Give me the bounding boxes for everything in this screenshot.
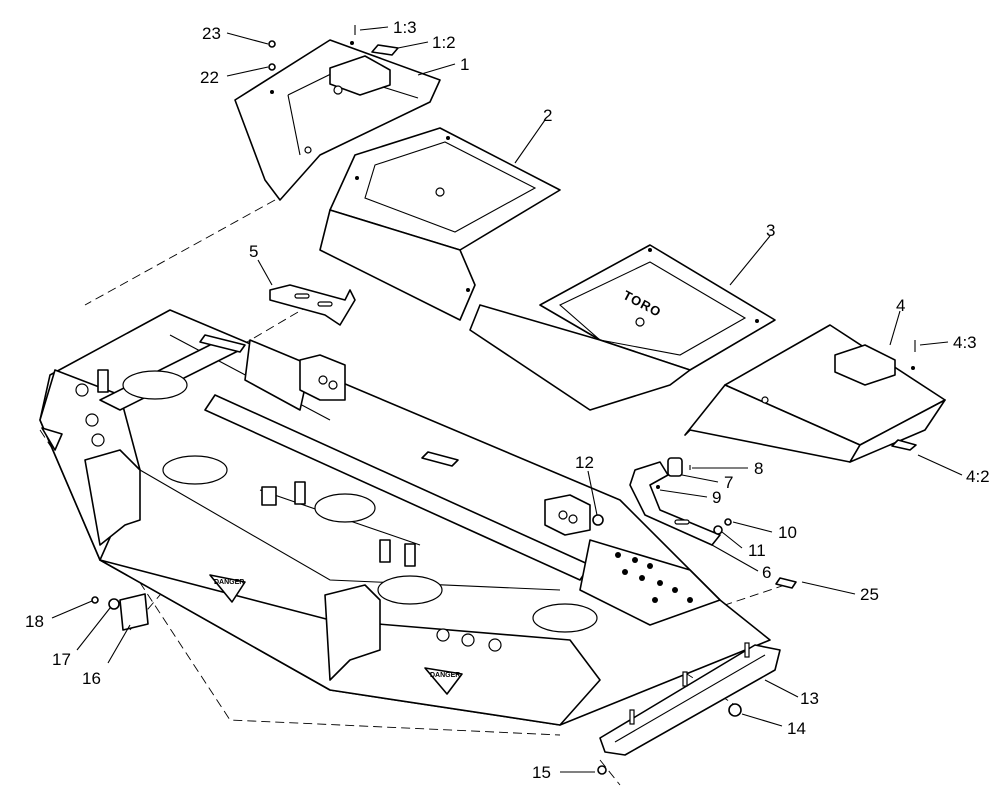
callout-16: 16 [82, 669, 101, 688]
danger-decal-left: DANGER [214, 579, 244, 586]
callout-2: 2 [543, 106, 552, 125]
callout-9: 9 [712, 488, 721, 507]
callout-10: 10 [778, 523, 797, 542]
callout-14: 14 [787, 719, 806, 738]
callout-4-3: 4:3 [953, 333, 977, 352]
part-4-cover-right [684, 324, 946, 463]
part-13-roller [599, 642, 781, 756]
leader-lines [51, 26, 963, 773]
part-6-skid-arm [592, 457, 732, 546]
callouts: 23 22 1:3 1:2 1 2 3 4 4:3 4:2 5 12 8 7 9… [25, 18, 990, 782]
callout-7: 7 [724, 473, 733, 492]
callout-22: 22 [200, 68, 219, 87]
callout-1-3: 1:3 [393, 18, 417, 37]
part-1-cover-left [234, 39, 441, 201]
callout-4-2: 4:2 [966, 467, 990, 486]
callout-1-2: 1:2 [432, 33, 456, 52]
part-2-cover-center [319, 127, 561, 321]
callout-6: 6 [762, 563, 771, 582]
callout-18: 18 [25, 612, 44, 631]
callout-15: 15 [532, 763, 551, 782]
deck-frame: DANGER DANGER [39, 309, 771, 726]
callout-11: 11 [748, 541, 766, 560]
callout-12: 12 [575, 453, 594, 472]
part-5-bracket [269, 284, 356, 326]
callout-3: 3 [766, 221, 775, 240]
callout-5: 5 [249, 242, 258, 261]
part-3-cover-rear: TORO [469, 244, 776, 411]
callout-25: 25 [860, 585, 879, 604]
hardware [91, 25, 917, 775]
callout-17: 17 [52, 650, 71, 669]
danger-decal-front: DANGER [430, 672, 460, 679]
callout-13: 13 [800, 689, 819, 708]
callout-4: 4 [896, 296, 905, 315]
callout-1: 1 [460, 55, 469, 74]
callout-8: 8 [754, 459, 763, 478]
callout-23: 23 [202, 24, 221, 43]
